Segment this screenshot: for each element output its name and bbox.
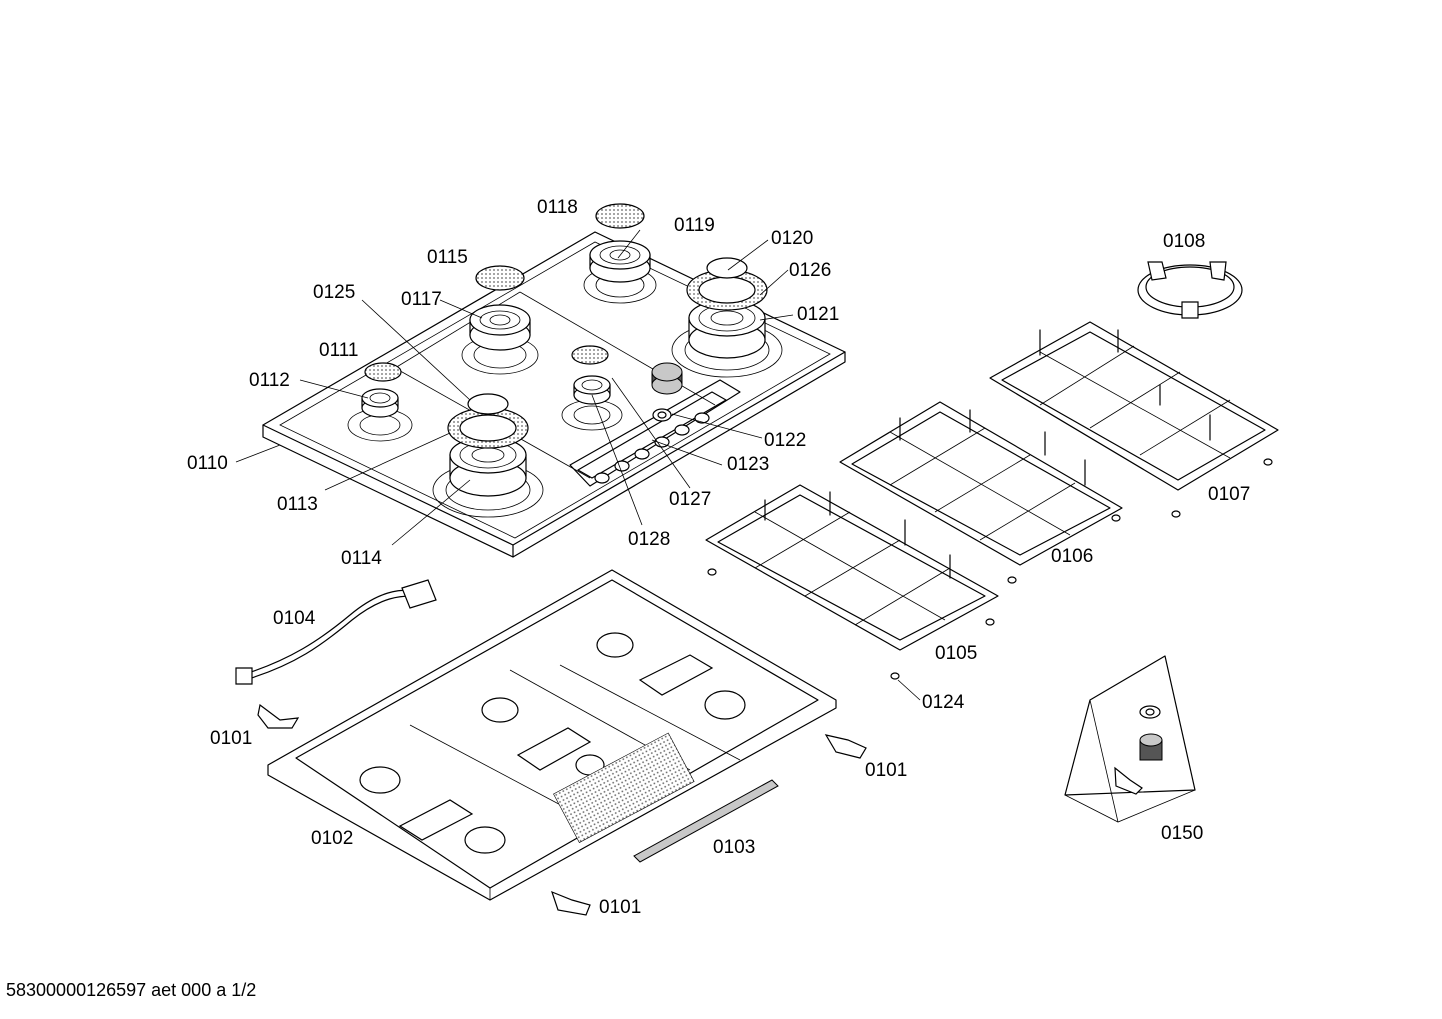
pan-support-0106 <box>839 401 1123 566</box>
pan-support-0105 <box>705 484 999 651</box>
pan-support-0107 <box>989 321 1279 491</box>
callout-0118: 0118 <box>537 197 578 218</box>
callout-0127: 0127 <box>669 489 711 510</box>
callout-0107: 0107 <box>1208 484 1250 505</box>
callout-0121: 0121 <box>797 304 839 325</box>
seal-strip <box>633 779 779 863</box>
burner-cap-small-center <box>571 345 609 365</box>
callout-0113: 0113 <box>277 494 318 515</box>
clip-left <box>257 703 300 729</box>
clip-right <box>824 734 867 759</box>
callout-0150: 0150 <box>1161 823 1203 844</box>
callout-0111: 0111 <box>319 340 358 361</box>
callout-0115: 0115 <box>427 247 468 268</box>
leader-lines <box>235 229 921 701</box>
callout-labels: 0118 0119 0120 0126 0121 0115 0125 0117 … <box>187 197 1250 918</box>
callout-0101-bottom: 0101 <box>599 897 641 918</box>
accessory-bag <box>1064 655 1196 823</box>
callout-0105: 0105 <box>935 643 977 664</box>
burner-rear-center <box>583 240 657 304</box>
callout-0125: 0125 <box>313 282 355 303</box>
wok-burner-rear-right <box>671 257 783 378</box>
callout-0119: 0119 <box>674 215 715 236</box>
rubber-feet <box>707 458 1273 680</box>
callout-0117: 0117 <box>401 289 442 310</box>
callout-0106: 0106 <box>1051 546 1093 567</box>
callout-0103: 0103 <box>713 837 755 858</box>
callout-0110: 0110 <box>187 453 228 474</box>
burner-cap-0111 <box>364 362 402 382</box>
callout-0108: 0108 <box>1163 231 1205 252</box>
callout-0120: 0120 <box>771 228 813 249</box>
burner-center-small <box>561 375 623 431</box>
wok-ring <box>1137 261 1243 319</box>
burner-rear-left <box>461 304 539 375</box>
burner-cap-0118 <box>595 203 645 229</box>
knob-washer <box>652 408 672 422</box>
callout-0124: 0124 <box>922 692 965 713</box>
clip-bottom <box>551 890 591 916</box>
callout-0128: 0128 <box>628 529 670 550</box>
callout-0101-right: 0101 <box>865 760 907 781</box>
callout-0104: 0104 <box>273 608 316 629</box>
power-cord <box>235 579 437 685</box>
callout-0101-left: 0101 <box>210 728 252 749</box>
base-tray <box>267 569 837 901</box>
callout-0122: 0122 <box>764 430 806 451</box>
document-footer: 58300000126597 aet 000 a 1/2 <box>6 980 257 1000</box>
control-knob <box>651 362 683 395</box>
callout-0114: 0114 <box>341 548 382 569</box>
callout-0112: 0112 <box>249 370 290 391</box>
burner-front-left-small <box>347 388 413 442</box>
callout-0102: 0102 <box>311 828 353 849</box>
wok-burner-front <box>432 393 544 518</box>
callout-0123: 0123 <box>727 454 769 475</box>
burner-cap-0115 <box>475 265 525 291</box>
callout-0126: 0126 <box>789 260 831 281</box>
